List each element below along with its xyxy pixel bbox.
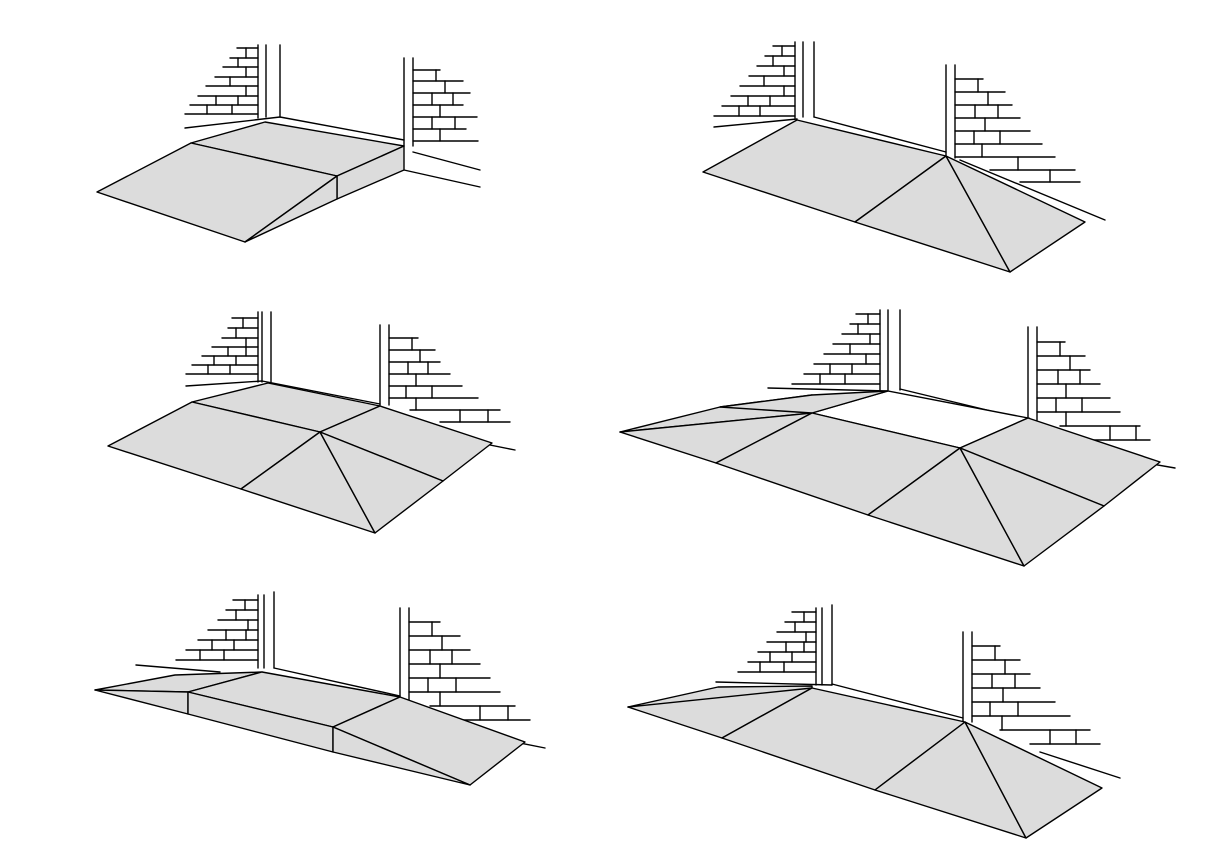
- panel-platform-hip-end: [107, 311, 516, 534]
- ramp-hip-side: [964, 721, 1103, 839]
- brick-wall-left: [184, 44, 281, 129]
- brick-wall-right: [279, 57, 481, 188]
- panel-flared-platform-hip-end: [619, 309, 1176, 567]
- brick-wall-left: [715, 604, 833, 686]
- brick-wall-right: [813, 64, 1106, 221]
- ramp-hip-side: [945, 155, 1086, 273]
- ramp-flare-front: [94, 689, 189, 715]
- brick-wall-left: [713, 41, 815, 128]
- brick-wall-left: [135, 591, 275, 673]
- brick-wall-left: [185, 311, 272, 387]
- panel-hip-ramp: [702, 41, 1106, 273]
- ramp-hip-side: [959, 447, 1105, 567]
- ramp-end-side: [332, 726, 471, 786]
- panel-flared-platform-end-ramp: [94, 591, 546, 786]
- brick-wall-left: [767, 309, 901, 392]
- ramp-flare-back: [719, 390, 889, 414]
- ramp-side-slope: [244, 175, 338, 243]
- panel-straight-ramp: [96, 44, 481, 243]
- panel-flared-ramp-hip-end: [627, 604, 1121, 839]
- brick-wall-right: [831, 631, 1121, 779]
- ramp-hip-side: [319, 431, 444, 534]
